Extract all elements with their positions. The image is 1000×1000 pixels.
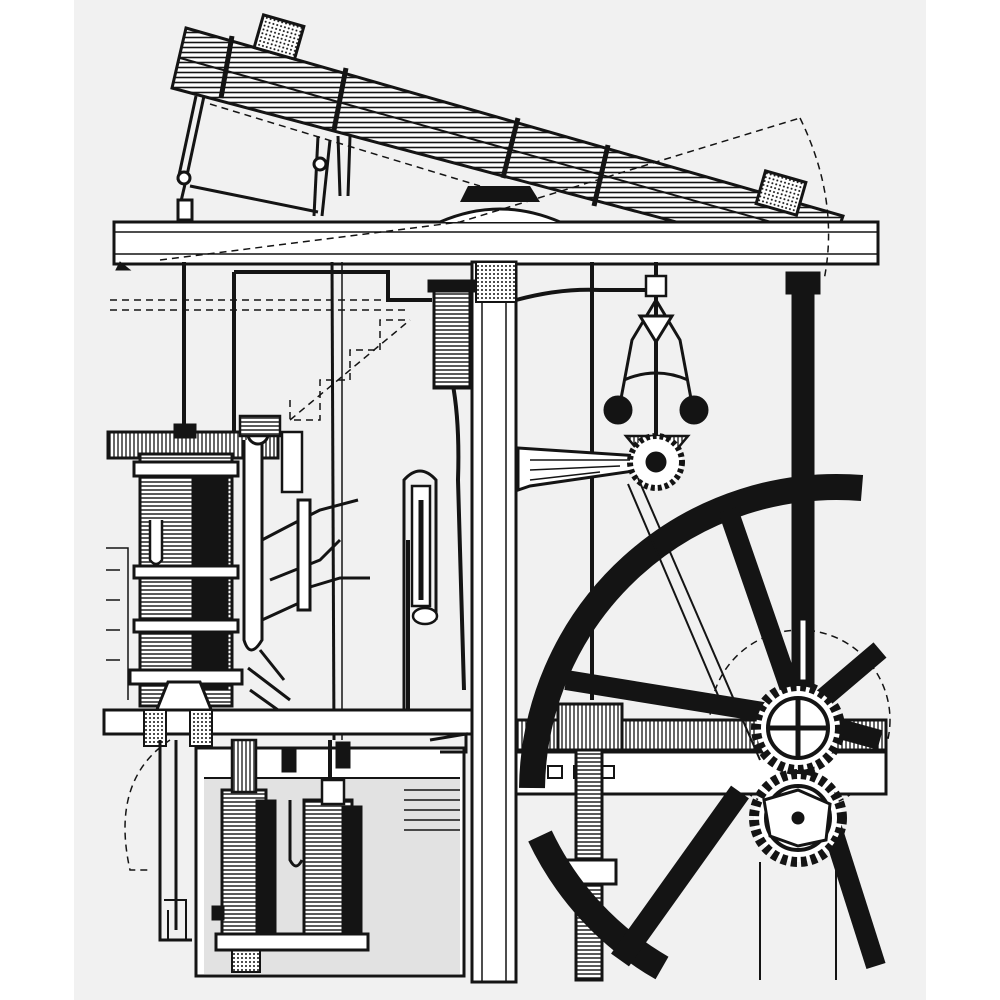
throttle-valve [427, 279, 477, 390]
parallel-motion-linkage [176, 95, 352, 222]
beam [170, 13, 845, 264]
sun-and-planet-gears [749, 681, 847, 980]
centrifugal-governor [603, 262, 709, 440]
bracket [516, 446, 642, 493]
connecting-rod [785, 271, 821, 791]
gauge-tube [402, 469, 439, 710]
steam-jacket [238, 414, 304, 652]
construction-lines [110, 103, 891, 871]
steam-pipe [232, 270, 654, 710]
valve-gear [247, 261, 370, 741]
air-pump [164, 740, 370, 952]
drain-pipe [158, 732, 468, 942]
condenser [220, 738, 277, 973]
pump-rod [556, 262, 624, 982]
wall-detail [106, 547, 129, 700]
bevel-gears [623, 433, 761, 761]
central-column [470, 260, 518, 984]
